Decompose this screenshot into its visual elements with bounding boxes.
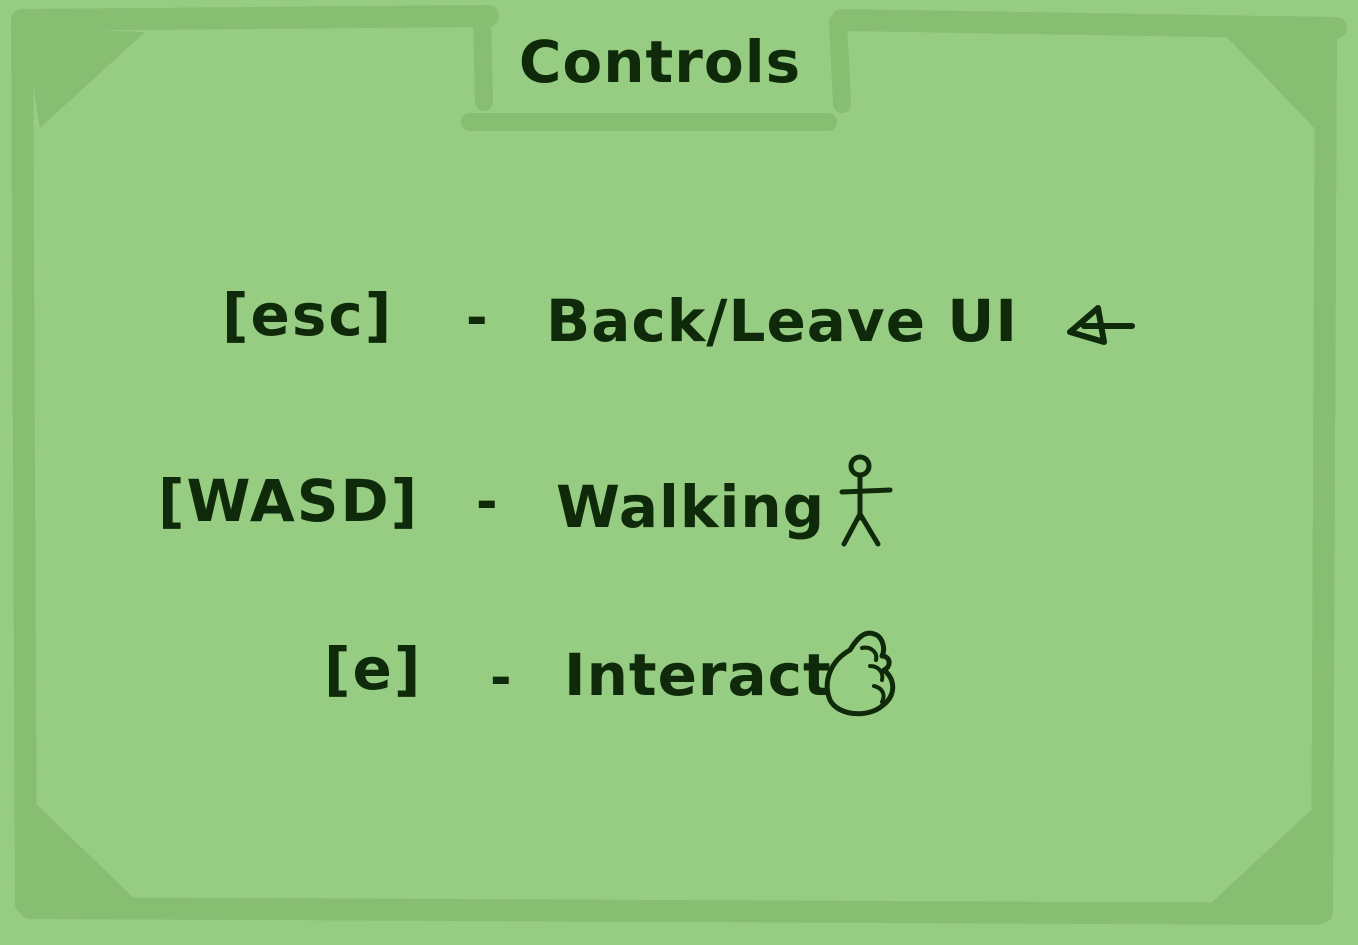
page-title: Controls — [518, 28, 802, 96]
key-esc: [esc] — [222, 281, 394, 349]
back-arrow-icon — [1067, 305, 1135, 345]
hand-icon — [824, 630, 896, 717]
action-interact: Interact — [564, 641, 832, 709]
action-back-leave-ui: Back/Leave UI — [546, 287, 1018, 355]
key-e: [e] — [324, 635, 423, 703]
separator: - — [476, 472, 498, 532]
action-walking: Walking — [556, 473, 826, 541]
separator: - — [490, 648, 512, 708]
key-wasd: [WASD] — [158, 467, 420, 535]
separator: - — [466, 288, 488, 348]
stick-figure-icon — [839, 454, 893, 547]
